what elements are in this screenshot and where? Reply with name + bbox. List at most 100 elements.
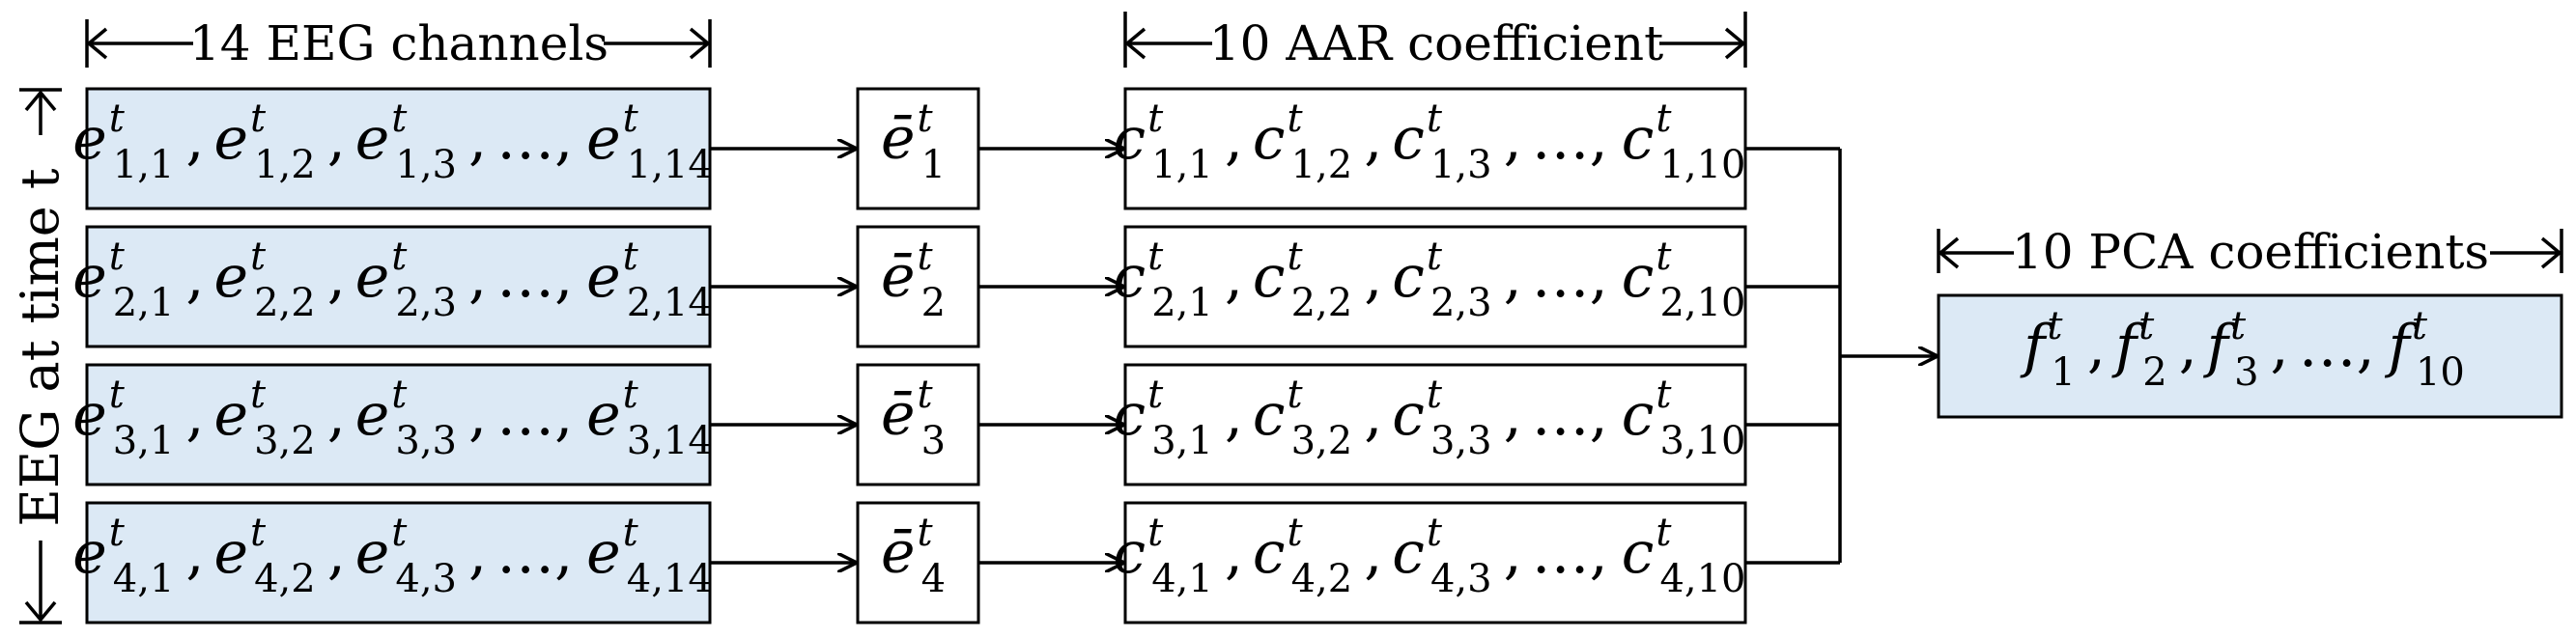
aar-row-1-comma-1: ,	[1225, 105, 1243, 173]
header-channels: 14 EEG channels	[85, 15, 712, 71]
eeg-row-3-comma-1: ,	[185, 381, 204, 449]
aar-row-3-comma-3: ,	[1504, 381, 1522, 449]
aar-row-4-term-3-sup: t	[1427, 511, 1443, 555]
time-axis-arrow-up	[24, 90, 57, 112]
eeg-row-3-term-3-base: e	[355, 381, 390, 449]
eeg-row-2-term-3-sub: 2,3	[395, 281, 457, 325]
aar-row-4-term-2-sup: t	[1288, 511, 1304, 555]
eeg-row-2-term-4-base: e	[586, 243, 621, 311]
pca-term-4-sup: t	[2412, 304, 2428, 348]
aar-row-4-term-2-sub: 4,2	[1291, 557, 1353, 601]
eeg-row-1-term-2-sup: t	[250, 97, 267, 141]
eeg-row-3-term-2-sub: 3,2	[254, 419, 316, 463]
eeg-row-2-term-3-base: e	[355, 243, 390, 311]
aar-row-1-term-3-sub: 1,3	[1430, 143, 1492, 187]
eeg-row-4-term-2-sup: t	[250, 511, 267, 555]
eeg-row-3-term-1-sup: t	[109, 373, 126, 417]
aar-row-1-ellipsis: …,	[1532, 105, 1608, 173]
eeg-row-1-comma-1: ,	[185, 105, 204, 173]
aar-row-2-term-4-sub: 2,10	[1659, 281, 1745, 325]
aar-row-2-term-4-base: c	[1622, 243, 1655, 311]
eeg-row-1-term-4-sup: t	[623, 97, 639, 141]
aar-row-1-box	[1123, 87, 1747, 210]
aar-row-3-term-1-base: c	[1114, 381, 1146, 449]
aar-row-3-term-2-sup: t	[1288, 373, 1304, 417]
eeg-row-1-term-2-base: e	[213, 105, 248, 173]
header-channels-arrow-left	[86, 27, 108, 60]
pca-term-3-sup: t	[2230, 304, 2247, 348]
aar-row-1-term-1-sub: 1,1	[1151, 143, 1213, 187]
mean-row-1-term-sub: 1	[921, 143, 946, 187]
eeg-row-1-term-1-base: e	[72, 105, 107, 173]
eeg-row-3-term-1-base: e	[72, 381, 107, 449]
aar-row-2-term-2-base: c	[1253, 243, 1286, 311]
eeg-row-3-comma-2: ,	[327, 381, 346, 449]
eeg-row-3-box	[85, 363, 712, 486]
aar-row-3-term-3-base: c	[1392, 381, 1425, 449]
aar-row-4-term-3-sub: 4,3	[1430, 557, 1492, 601]
aar-row-3-box	[1123, 363, 1747, 486]
mean-row-3-box	[856, 363, 980, 486]
eeg-row-2-term-4-sub: 2,14	[627, 281, 713, 325]
pca-comma-1: ,	[2087, 313, 2106, 380]
eeg-row-4-term-2-base: e	[213, 519, 248, 587]
eeg-row-2-term-2-sup: t	[250, 235, 267, 279]
aar-row-3-term-2-base: c	[1253, 381, 1286, 449]
eeg-row-4-term-4-sup: t	[623, 511, 639, 555]
aar-row-3-comma-2: ,	[1364, 381, 1382, 449]
aar-row-2-term-2-sub: 2,2	[1291, 281, 1353, 325]
aar-row-2-term-3-sub: 2,3	[1430, 281, 1492, 325]
eeg-row-2-comma-2: ,	[327, 243, 346, 311]
header-aar-label: 10 AAR coefficient	[1209, 15, 1663, 71]
time-axis: EEG at time t	[10, 88, 71, 624]
aar-row-3-term-4-sup: t	[1656, 373, 1672, 417]
aar-row-3-comma-1: ,	[1225, 381, 1243, 449]
eeg-row-4-term-3-base: e	[355, 519, 390, 587]
time-axis-arrow-down	[24, 600, 57, 623]
eeg-row-1-term-4-sub: 1,14	[627, 143, 713, 187]
boxes	[85, 87, 2563, 624]
eeg-row-2-ellipsis: …,	[496, 243, 573, 311]
eeg-row-1-term-3-sub: 1,3	[395, 143, 457, 187]
mean-row-4-term-sup: t	[917, 511, 933, 555]
eeg-row-4-term-3-sub: 4,3	[395, 557, 457, 601]
aar-row-3-term-4-base: c	[1622, 381, 1655, 449]
aar-row-1-term-2-sup: t	[1288, 97, 1304, 141]
eeg-row-1-comma-2: ,	[327, 105, 346, 173]
time-axis-label-text: EEG at time t	[10, 168, 71, 526]
aar-row-2-term-3-sup: t	[1427, 235, 1443, 279]
mean-row-3-term-base: ē	[881, 381, 916, 449]
mean-row-4-term-sub: 4	[921, 557, 946, 601]
pca-term-1-sub: 1	[2051, 350, 2075, 395]
eeg-row-4-term-4-base: e	[586, 519, 621, 587]
aar-row-2-term-1-base: c	[1114, 243, 1146, 311]
header-channels-label: 14 EEG channels	[189, 15, 609, 71]
